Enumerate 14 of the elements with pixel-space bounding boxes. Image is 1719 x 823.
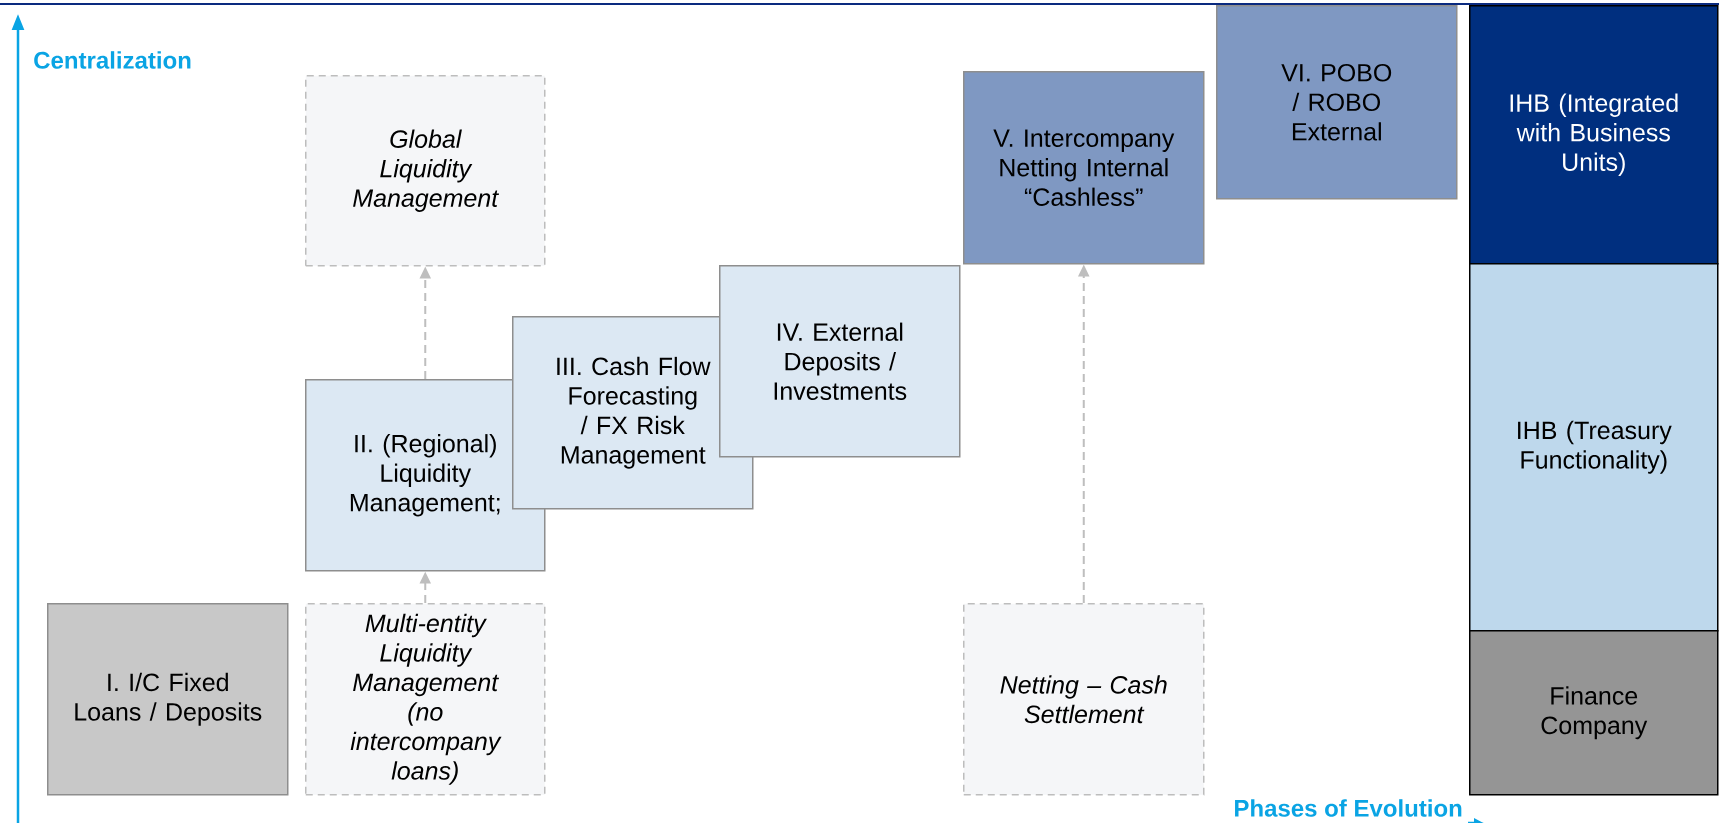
stage-bar-segment: IHB (Integrated with Business Units) — [1469, 5, 1719, 265]
phase-box: VI. POBO / ROBO External — [1216, 5, 1458, 200]
dashed-box: Netting – Cash Settlement — [963, 603, 1205, 796]
phase-box: II. (Regional) Liquidity Management; — [305, 379, 546, 572]
axis-label: Phases of Evolution — [1235, 799, 1462, 817]
phase-box: I. I/C Fixed Loans / Deposits — [47, 603, 289, 796]
phase-box: IV. External Deposits / Investments — [719, 265, 961, 458]
phase-box: III. Cash Flow Forecasting / FX Risk Management — [512, 316, 754, 510]
stage-bar-segment: IHB (Treasury Functionality) — [1469, 263, 1719, 632]
axis-label: Centralization — [34, 51, 191, 69]
dashed-box: Global Liquidity Management — [305, 75, 546, 267]
phase-box: V. Intercompany Netting Internal “Cashless” — [963, 71, 1205, 265]
dashed-box: Multi-entity Liquidity Management (no intercompany loans) — [305, 603, 546, 796]
stage-bar-segment: Finance Company — [1469, 630, 1719, 796]
